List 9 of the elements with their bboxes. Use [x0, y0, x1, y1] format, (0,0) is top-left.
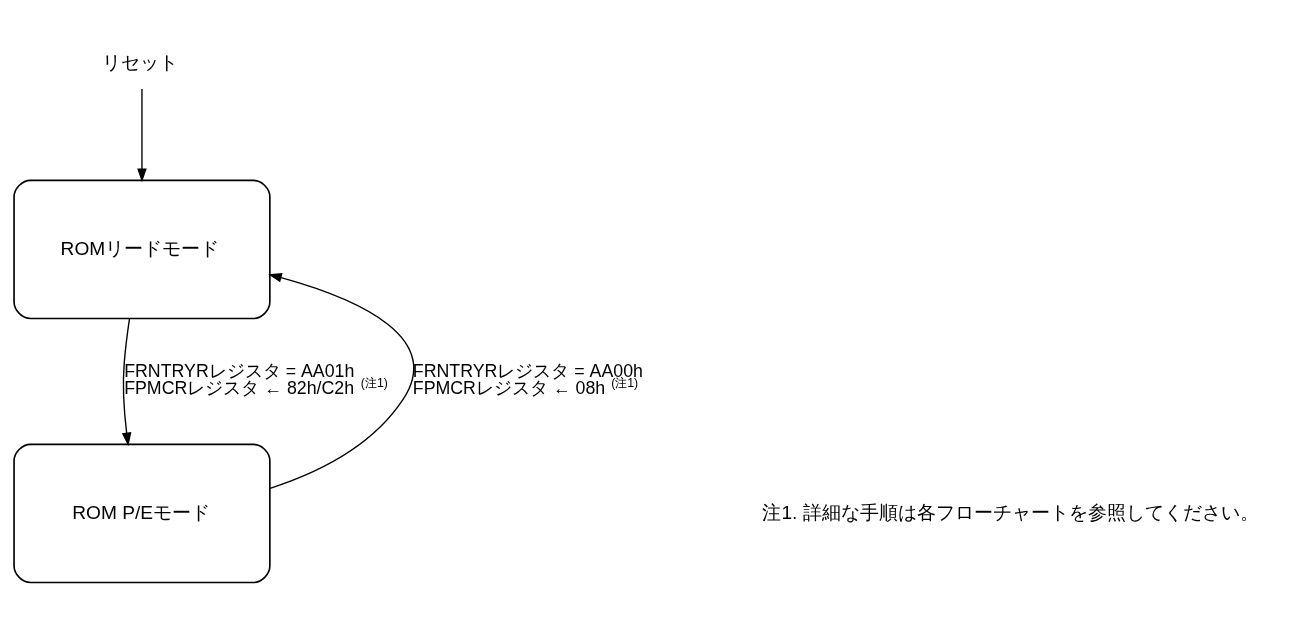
- node-text: リセット: [102, 51, 179, 73]
- edge-label: FRNTRYRレジスタ = AA00h FPMCRレジスタ ← 08h$^{(注1)}$: [412, 360, 643, 398]
- arrow: [137, 87, 147, 182]
- arrow: [268, 272, 415, 489]
- node-box: ROMリードモード: [13, 179, 271, 319]
- arrow: [121, 317, 132, 446]
- label: 注1. 詳細な手順は各フローチャートを参照してください。: [762, 501, 1259, 523]
- edge-label: FRNTRYRレジスタ = AA01h FPMCRレジスタ ← 82h/C2h$^{(注1)}$: [124, 360, 388, 398]
- node-box: ROM P/Eモード: [13, 443, 271, 583]
